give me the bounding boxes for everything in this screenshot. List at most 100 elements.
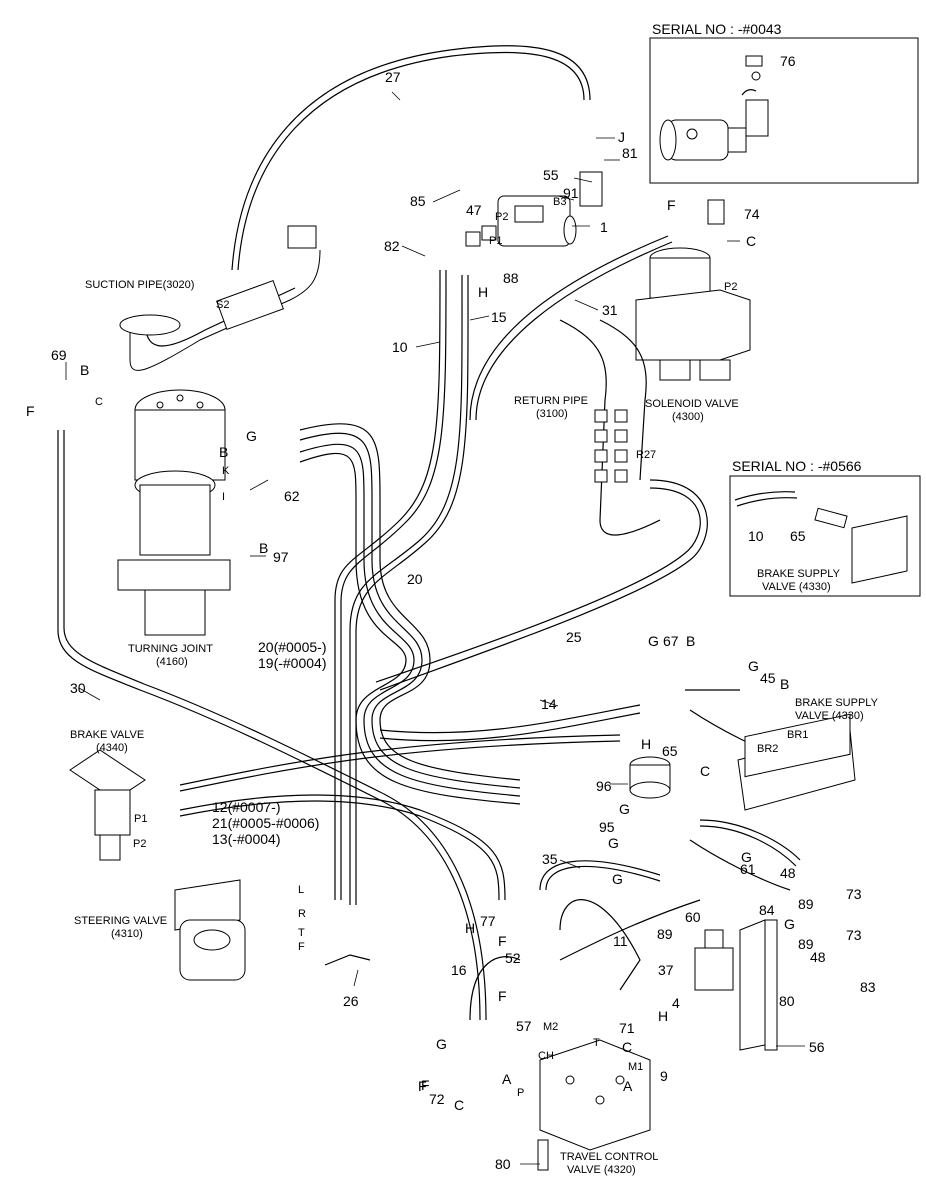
port-mark-t: T [593,1037,600,1049]
callout-61: 61 [740,861,756,877]
port-mark-br1: BR1 [787,729,808,741]
callout-77: 77 [480,913,496,929]
callout-47: 47 [466,202,482,218]
callout-4: 4 [672,995,680,1011]
inset-serial-0566: SERIAL NO : -#0566 [729,458,921,597]
callout-g: G [246,428,257,444]
leader-lines [65,91,805,1165]
callout-14: 14 [541,696,557,712]
callout-hose-21: 21(#0005-#0006) [212,815,319,831]
callout-a: A [623,1078,633,1094]
callout-88: 88 [503,270,519,286]
accumulator [629,756,671,799]
steering-valve [174,879,246,981]
hose-25 [375,487,701,683]
label-turning-joint-code: (4160) [156,656,188,668]
callout-h: H [641,736,651,752]
callout-80: 80 [779,993,795,1009]
callout-c: C [622,1039,632,1055]
callout-95: 95 [599,819,615,835]
label-suction-pipe: SUCTION PIPE(3020) [85,279,194,291]
callout-10: 10 [392,339,408,355]
port-mark-s2: S2 [216,299,229,311]
fitting-icon [814,507,848,529]
port-mark-b3: B3 [553,196,566,208]
callout-48: 48 [780,865,796,881]
callout-72: 72 [429,1091,445,1107]
label-brake-valve-code: (4340) [96,742,128,754]
port-mark-f: F [298,941,305,953]
callout-15: 15 [491,309,507,325]
callout-inset-10: 10 [748,528,764,544]
hose-20 [299,432,521,789]
callout-71: 71 [619,1020,635,1036]
hose-15 [349,274,463,905]
callout-35: 35 [542,851,558,867]
port-mark-p2: P2 [724,281,737,293]
pump-drawing-icon [659,119,747,161]
label-return-pipe-code: (3100) [536,408,568,420]
callout-26: 26 [343,993,359,1009]
inset-title: SERIAL NO : -#0043 [652,21,782,37]
hose-25 [379,479,708,691]
hose-35 [545,865,661,891]
callout-91: 91 [563,185,579,201]
port-mark-m1: M1 [628,1061,643,1073]
hose-31 [475,241,673,421]
hose-37 [559,899,641,991]
label-steering-valve: STEERING VALVE [74,915,167,927]
callout-11: 11 [613,933,628,949]
port-mark-t: T [298,927,305,939]
callout-20: 20 [407,571,423,587]
inset-serial-0043: SERIAL NO : -#0043 [649,21,919,184]
callout-27: 27 [385,69,401,85]
hose-16 [469,956,521,1021]
callout-73: 73 [846,927,862,943]
callout-f: F [667,197,676,213]
callout-g: G [608,835,619,851]
hose-12 [179,740,621,792]
callout-hose-20: 20(#0005-) [258,639,327,655]
port-mark-p1: P1 [134,813,147,825]
callout-g: G [619,801,630,817]
valve-block-icon [741,55,769,137]
callout-g: G [648,633,659,649]
callout-b: B [780,676,789,692]
port-mark-r: R [298,908,306,920]
hose-travel [699,819,801,861]
port-mark-m2: M2 [543,1021,558,1033]
callout-h: H [658,1008,668,1024]
port-mark-k: K [222,465,230,477]
brake-supply-valve [737,713,856,811]
callout-25: 25 [566,629,582,645]
port-mark-br2: BR2 [757,743,778,755]
callout-89: 89 [798,896,814,912]
hose-13 [179,800,500,901]
callout-83: 83 [860,979,876,995]
callout-45: 45 [760,670,776,686]
hose-30 [63,430,487,1021]
hose-15 [355,274,469,905]
callout-89: 89 [657,926,673,942]
callout-60: 60 [685,909,701,925]
hose-27 [237,51,585,271]
callout-84: 84 [759,902,775,918]
callout-97: 97 [273,549,289,565]
callout-c: C [700,763,710,779]
hose-travel [699,825,797,867]
callout-g: G [741,849,752,865]
callout-b: B [259,540,268,556]
callout-80: 80 [495,1156,511,1172]
callout-56: 56 [809,1039,825,1055]
callout-74: 74 [744,206,760,222]
part-callouts: 27J815591854718288H151031F74C69BFBG62B97… [26,69,876,1172]
callout-g: G [612,871,623,887]
port-mark-p: P [517,1087,524,1099]
port-mark-p1: P1 [489,235,502,247]
hose-20 [299,423,521,781]
callout-67: 67 [663,633,679,649]
port-mark-p2: P2 [133,838,146,850]
callout-f: F [498,988,507,1004]
callout-c: C [454,1097,464,1113]
